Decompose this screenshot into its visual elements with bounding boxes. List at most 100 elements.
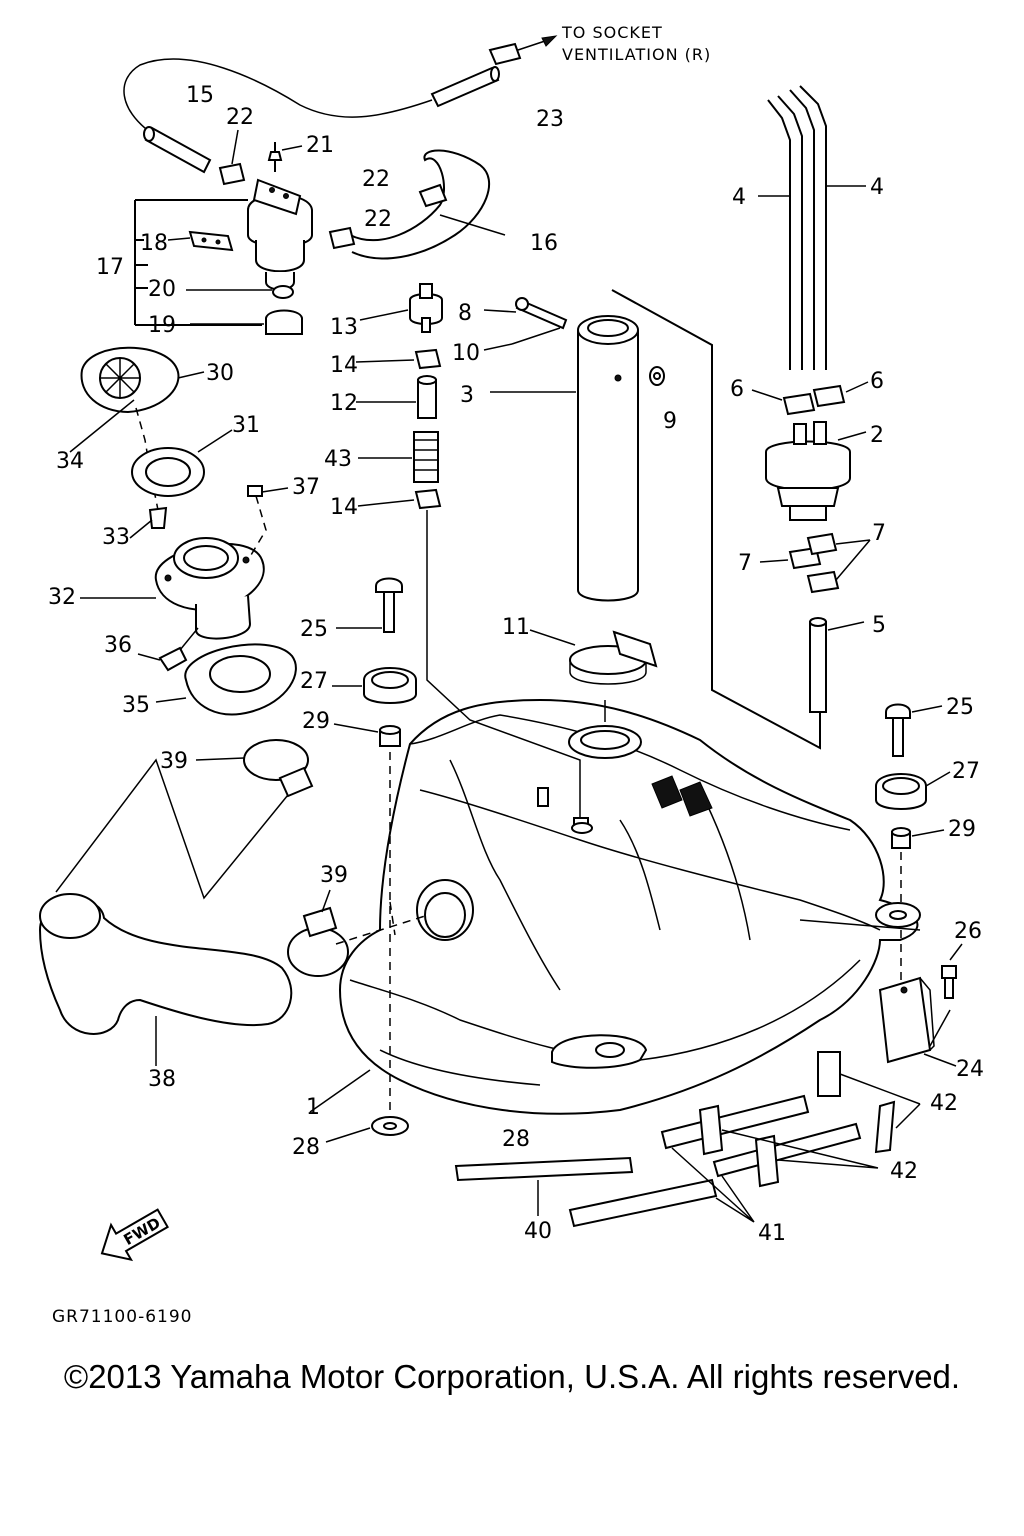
callout-32: 32 [48,585,76,610]
part-39-clamp-lower [287,889,349,977]
callout-22b: 22 [362,167,390,192]
part-3-filler-tube [490,289,821,750]
callout-22a: 22 [226,105,254,130]
part-9-washer [649,366,665,386]
part-2-canister [765,421,867,521]
part-29-collar-right [891,827,945,990]
callout-30: 30 [206,361,234,386]
callout-25a: 25 [300,617,328,642]
callout-15: 15 [186,83,214,108]
drawing-code: GR71100-6190 [52,1307,192,1327]
callout-34: 34 [56,449,84,474]
part-25-bolt-left [336,577,403,633]
callout-23: 23 [536,107,564,132]
callout-4b: 4 [870,175,884,200]
part-31-gasket [131,429,233,497]
part-23-clamp [488,42,522,66]
part-25-bolt-right [885,703,943,757]
part-20-oring [272,285,294,299]
note-line-1: TO SOCKET [561,23,663,42]
part-29-collar-left [333,723,401,1110]
part-10-cotter [483,327,561,351]
part-22-clamp-a [218,129,246,186]
part-7-clamps [759,532,871,594]
part-5-hose [809,617,865,713]
callout-17: 17 [96,255,124,280]
part-30-fuel-cap [80,346,205,414]
callout-38: 38 [148,1067,176,1092]
fwd-arrow-icon: FWD [100,1208,169,1262]
part-42-blocks [698,1051,921,1188]
part-6-clamps [751,381,869,416]
part-18-plate [188,230,234,252]
part-43-spring [358,431,439,483]
callout-3: 3 [460,383,474,408]
callout-42b: 42 [890,1159,918,1184]
callout-27a: 27 [300,669,328,694]
part-28-washer-left [325,1116,409,1143]
callout-14b: 14 [330,495,358,520]
callout-25b: 25 [946,695,974,720]
callout-26: 26 [954,919,982,944]
part-14-clamp-a [355,348,442,370]
part-32-filler-neck [80,537,265,640]
note-arrow-head [541,35,558,47]
callout-37: 37 [292,475,320,500]
part-38-inlet-hose [38,758,293,1066]
callout-39a: 39 [160,749,188,774]
part-22-clamp-b [328,226,356,250]
callout-24: 24 [956,1057,984,1082]
part-16-hose [328,149,506,260]
part-26-bolt [941,943,963,999]
part-35-gasket-plate [155,643,297,716]
callout-36: 36 [104,633,132,658]
part-22-clamp-c [418,183,448,208]
callout-6b: 6 [870,369,884,394]
part-39-clamp-upper [195,739,314,798]
copyright-notice: ©2013 Yamaha Motor Corporation, U.S.A. A… [63,1358,961,1395]
callout-7b: 7 [872,521,886,546]
callout-29a: 29 [302,709,330,734]
callout-18: 18 [140,231,168,256]
callout-numbers: 1 2 3 4 4 5 6 6 7 7 8 9 10 11 12 13 14 1… [48,83,984,1246]
part-15-vent-hose [123,42,522,174]
callout-28a: 28 [292,1135,320,1160]
callout-22c: 22 [364,207,392,232]
note-line-2: VENTILATION (R) [562,45,711,64]
callout-29b: 29 [948,817,976,842]
part-1-fuel-tank [309,698,921,1115]
ventilation-note: TO SOCKET VENTILATION (R) [511,23,711,64]
part-40-pad [454,1156,634,1216]
part-17-valve-assembly [134,178,313,335]
part-37-screw [247,485,289,561]
callout-10: 10 [452,341,480,366]
part-19-cap [265,309,303,335]
callout-41: 41 [758,1221,786,1246]
part-34-cap-tether [69,399,135,453]
callout-21: 21 [306,133,334,158]
callout-27b: 27 [952,759,980,784]
part-13-valve [359,283,443,333]
callout-12: 12 [330,391,358,416]
callout-28b: 28 [502,1127,530,1152]
callout-40: 40 [524,1219,552,1244]
part-41-pads [568,1094,862,1228]
part-24-bracket [878,976,957,1067]
callout-31: 31 [232,413,260,438]
part-4-breather-pipes [758,85,866,370]
part-27-grommet-left [332,667,417,704]
callout-14a: 14 [330,353,358,378]
callout-7a: 7 [738,551,752,576]
callout-4a: 4 [732,185,746,210]
part-36-bolt [137,627,199,672]
part-27-grommet-right [875,771,951,810]
callout-13: 13 [330,315,358,340]
callout-11: 11 [502,615,530,640]
callout-1: 1 [306,1095,320,1120]
callout-6a: 6 [730,377,744,402]
part-11-band-clamp [529,629,658,685]
callout-20: 20 [148,277,176,302]
part-14-clamp-b [357,488,581,820]
callout-35: 35 [122,693,150,718]
